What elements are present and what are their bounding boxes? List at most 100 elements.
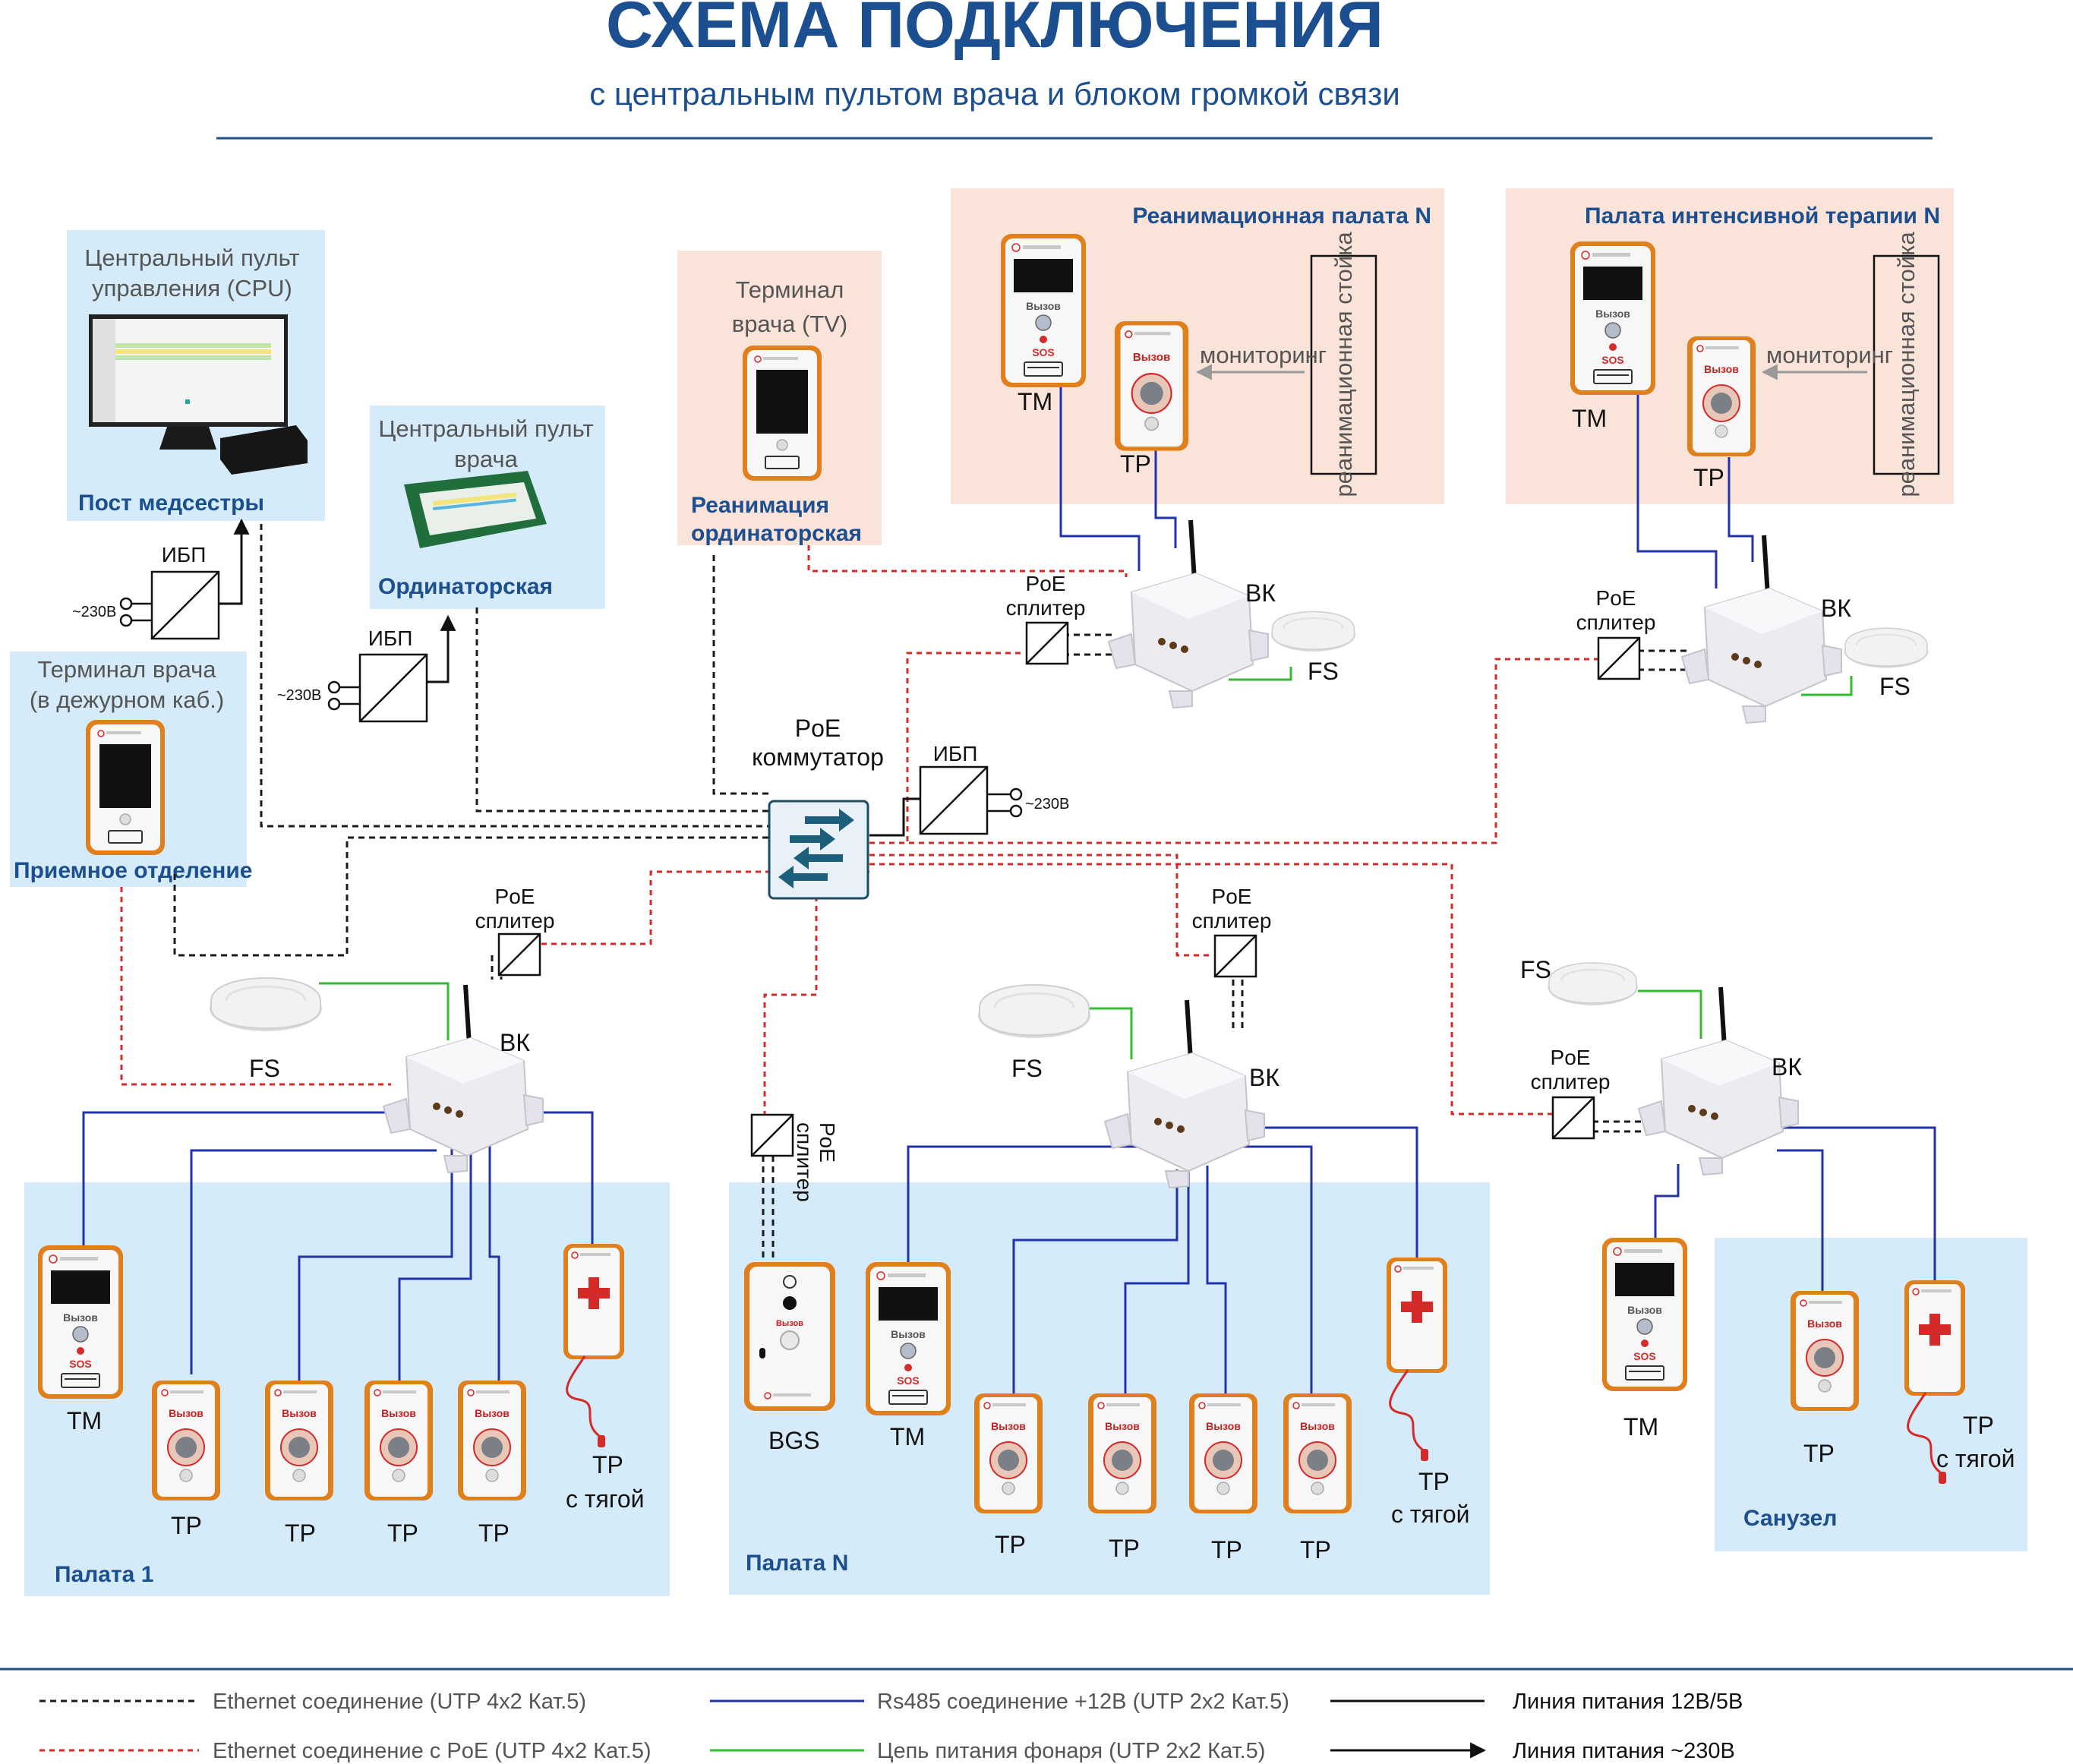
vk-ward1 [383, 985, 543, 1172]
fs-label-3: FS [249, 1055, 280, 1082]
ordinator-name: Ординаторская [378, 574, 553, 599]
tp-label-intensive: ТР [1693, 464, 1724, 491]
cpu-unit [220, 425, 308, 475]
splitter-label-5a: PoE [1551, 1046, 1591, 1069]
ward-n-name: Палата N [746, 1551, 848, 1576]
tp-pull-label-wardn-1: ТР [1418, 1468, 1450, 1495]
nurse-post-cpu-line1: Центральный пульт [84, 245, 299, 271]
bgs-device: Вызов [744, 1262, 835, 1411]
tp-label-ward1-1: ТР [171, 1512, 202, 1539]
ups-label-switch: ИБП [933, 742, 978, 765]
intensive-name: Палата интенсивной терапии N [1585, 204, 1940, 229]
ups-switch [919, 765, 989, 835]
zone-ward-n [729, 1182, 1490, 1595]
tp-ward1-2 [264, 1380, 334, 1501]
tp-pull-label-ward1-2: с тягой [566, 1485, 645, 1513]
cpu-monitor [89, 314, 288, 450]
splitter-label-2a: PoE [1596, 586, 1636, 610]
tm-label-bathroom: ТМ [1623, 1413, 1658, 1441]
ups-label-ordinator: ИБП [368, 626, 413, 650]
doctor-panel-tablet [404, 471, 547, 548]
legend-text-rs485: Rs485 соединение +12В (UTP 2x2 Кат.5) [877, 1690, 1289, 1714]
tp-intensive [1686, 336, 1756, 457]
poe-splitter-intensive [1597, 636, 1641, 680]
tp-label-ward1-2: ТР [285, 1519, 316, 1547]
zone-bathroom [1715, 1238, 2027, 1551]
page-subtitle: с центральным пультом врача и блоком гро… [589, 76, 1400, 112]
tp-label-reanimation: ТР [1120, 450, 1151, 478]
tp-label-wardn-3: ТР [1211, 1536, 1242, 1564]
mains-label-switch: ~230В [1025, 796, 1069, 813]
tp-ward1-1 [151, 1380, 221, 1501]
tp-pull-label-ward1-1: ТР [592, 1451, 623, 1478]
tm-label-reanimation: ТМ [1018, 388, 1052, 415]
poe-switch-label-1: PoE [795, 715, 841, 742]
tm-label-ward1: ТМ [67, 1407, 102, 1434]
splitter-label-4b: сплитер [1192, 909, 1272, 932]
mains-label-nurse: ~230В [72, 604, 116, 620]
bgs-label: BGS [768, 1427, 820, 1454]
legend-text-power-230v: Линия питания ~230В [1513, 1739, 1735, 1763]
poe-splitter-ward1 [497, 932, 541, 977]
tp-pull-label-wardn-2: с тягой [1391, 1501, 1470, 1528]
splitter-label-1a: PoE [1026, 572, 1066, 595]
duty-terminal-name: Приемное отделение [14, 858, 252, 883]
zone-ward-1 [24, 1182, 670, 1596]
vk-label-2: ВК [1821, 595, 1851, 622]
fs-label-2: FS [1879, 673, 1911, 700]
nurse-post-name: Пост медсестры [78, 491, 264, 516]
intensive-rack-label: реанимационная стойка [1893, 232, 1920, 497]
fs-lamp-ward1 [208, 977, 323, 1033]
splitter-label-2b: сплитер [1576, 611, 1656, 634]
terminal-tv-name1: Реанимация [691, 493, 829, 518]
mains-plug-ordinator [327, 680, 341, 711]
tp-ward1-3 [364, 1380, 434, 1501]
tp-label-wardn-4: ТР [1300, 1536, 1331, 1564]
legend-text-lamp: Цепь питания фонаря (UTP 2x2 Кат.5) [877, 1739, 1265, 1763]
poe-switch [768, 800, 869, 900]
poe-splitter-bgs [750, 1113, 794, 1157]
terminal-tv-name2: ординаторская [691, 521, 862, 546]
monitoring-label-2: мониторинг [1766, 342, 1893, 368]
ups-label-nurse: ИБП [162, 543, 207, 566]
terminal-tv-line2: врача (TV) [732, 311, 848, 337]
tp-label-bathroom: ТР [1803, 1440, 1835, 1467]
splitter-label-6a: PoE [816, 1122, 839, 1163]
tm-ward1 [37, 1245, 124, 1400]
tp-pull-label-bathroom-1: ТР [1963, 1412, 1994, 1439]
ordinator-line2: врача [454, 446, 518, 472]
splitter-label-6b: сплитер [793, 1122, 816, 1202]
nurse-post-cpu-line2: управления (CPU) [92, 275, 292, 301]
splitter-label-3b: сплитер [475, 909, 555, 932]
tp-wardn-4 [1283, 1393, 1352, 1514]
tp-label-wardn-2: ТР [1109, 1535, 1140, 1562]
tp-ward1-4 [457, 1380, 527, 1501]
fs-lamp-wardn [977, 983, 1092, 1040]
legend-text-ethernet-poe: Ethernet соединение с PoE (UTP 4x2 Кат.5… [213, 1739, 652, 1763]
reanimation-rack [1310, 254, 1377, 475]
tm-bathroom [1601, 1237, 1688, 1392]
fs-lamp-intensive [1843, 627, 1929, 669]
reanimation-name: Реанимационная палата N [1132, 204, 1431, 229]
tp-label-ward1-3: ТР [387, 1519, 418, 1547]
splitter-label-5b: сплитер [1531, 1070, 1611, 1093]
tp-reanimation [1113, 320, 1190, 452]
vk-label-4: ВК [1249, 1064, 1279, 1091]
mains-plug-switch [1009, 787, 1023, 818]
tp-wardn-2 [1087, 1393, 1157, 1514]
ordinator-line1: Центральный пульт [378, 415, 593, 442]
ups-ordinator [358, 653, 428, 723]
tm-wardn [865, 1261, 951, 1416]
tm-label-wardn: ТМ [890, 1423, 925, 1450]
mains-plug-nurse [119, 597, 133, 627]
poe-switch-label-2: коммутатор [752, 743, 884, 771]
svg-text:Вызов: Вызов [776, 1319, 803, 1328]
fs-label-4: FS [1011, 1055, 1043, 1082]
tm-intensive [1570, 241, 1656, 396]
duty-terminal-line1: Терминал врача [37, 656, 216, 683]
mains-label-ordinator: ~230В [277, 687, 321, 704]
terminal-tv-device [742, 345, 822, 481]
monitoring-label-1: мониторинг [1200, 342, 1327, 368]
ward-1-name: Палата 1 [55, 1562, 153, 1587]
tp-wardn-1 [973, 1393, 1043, 1514]
